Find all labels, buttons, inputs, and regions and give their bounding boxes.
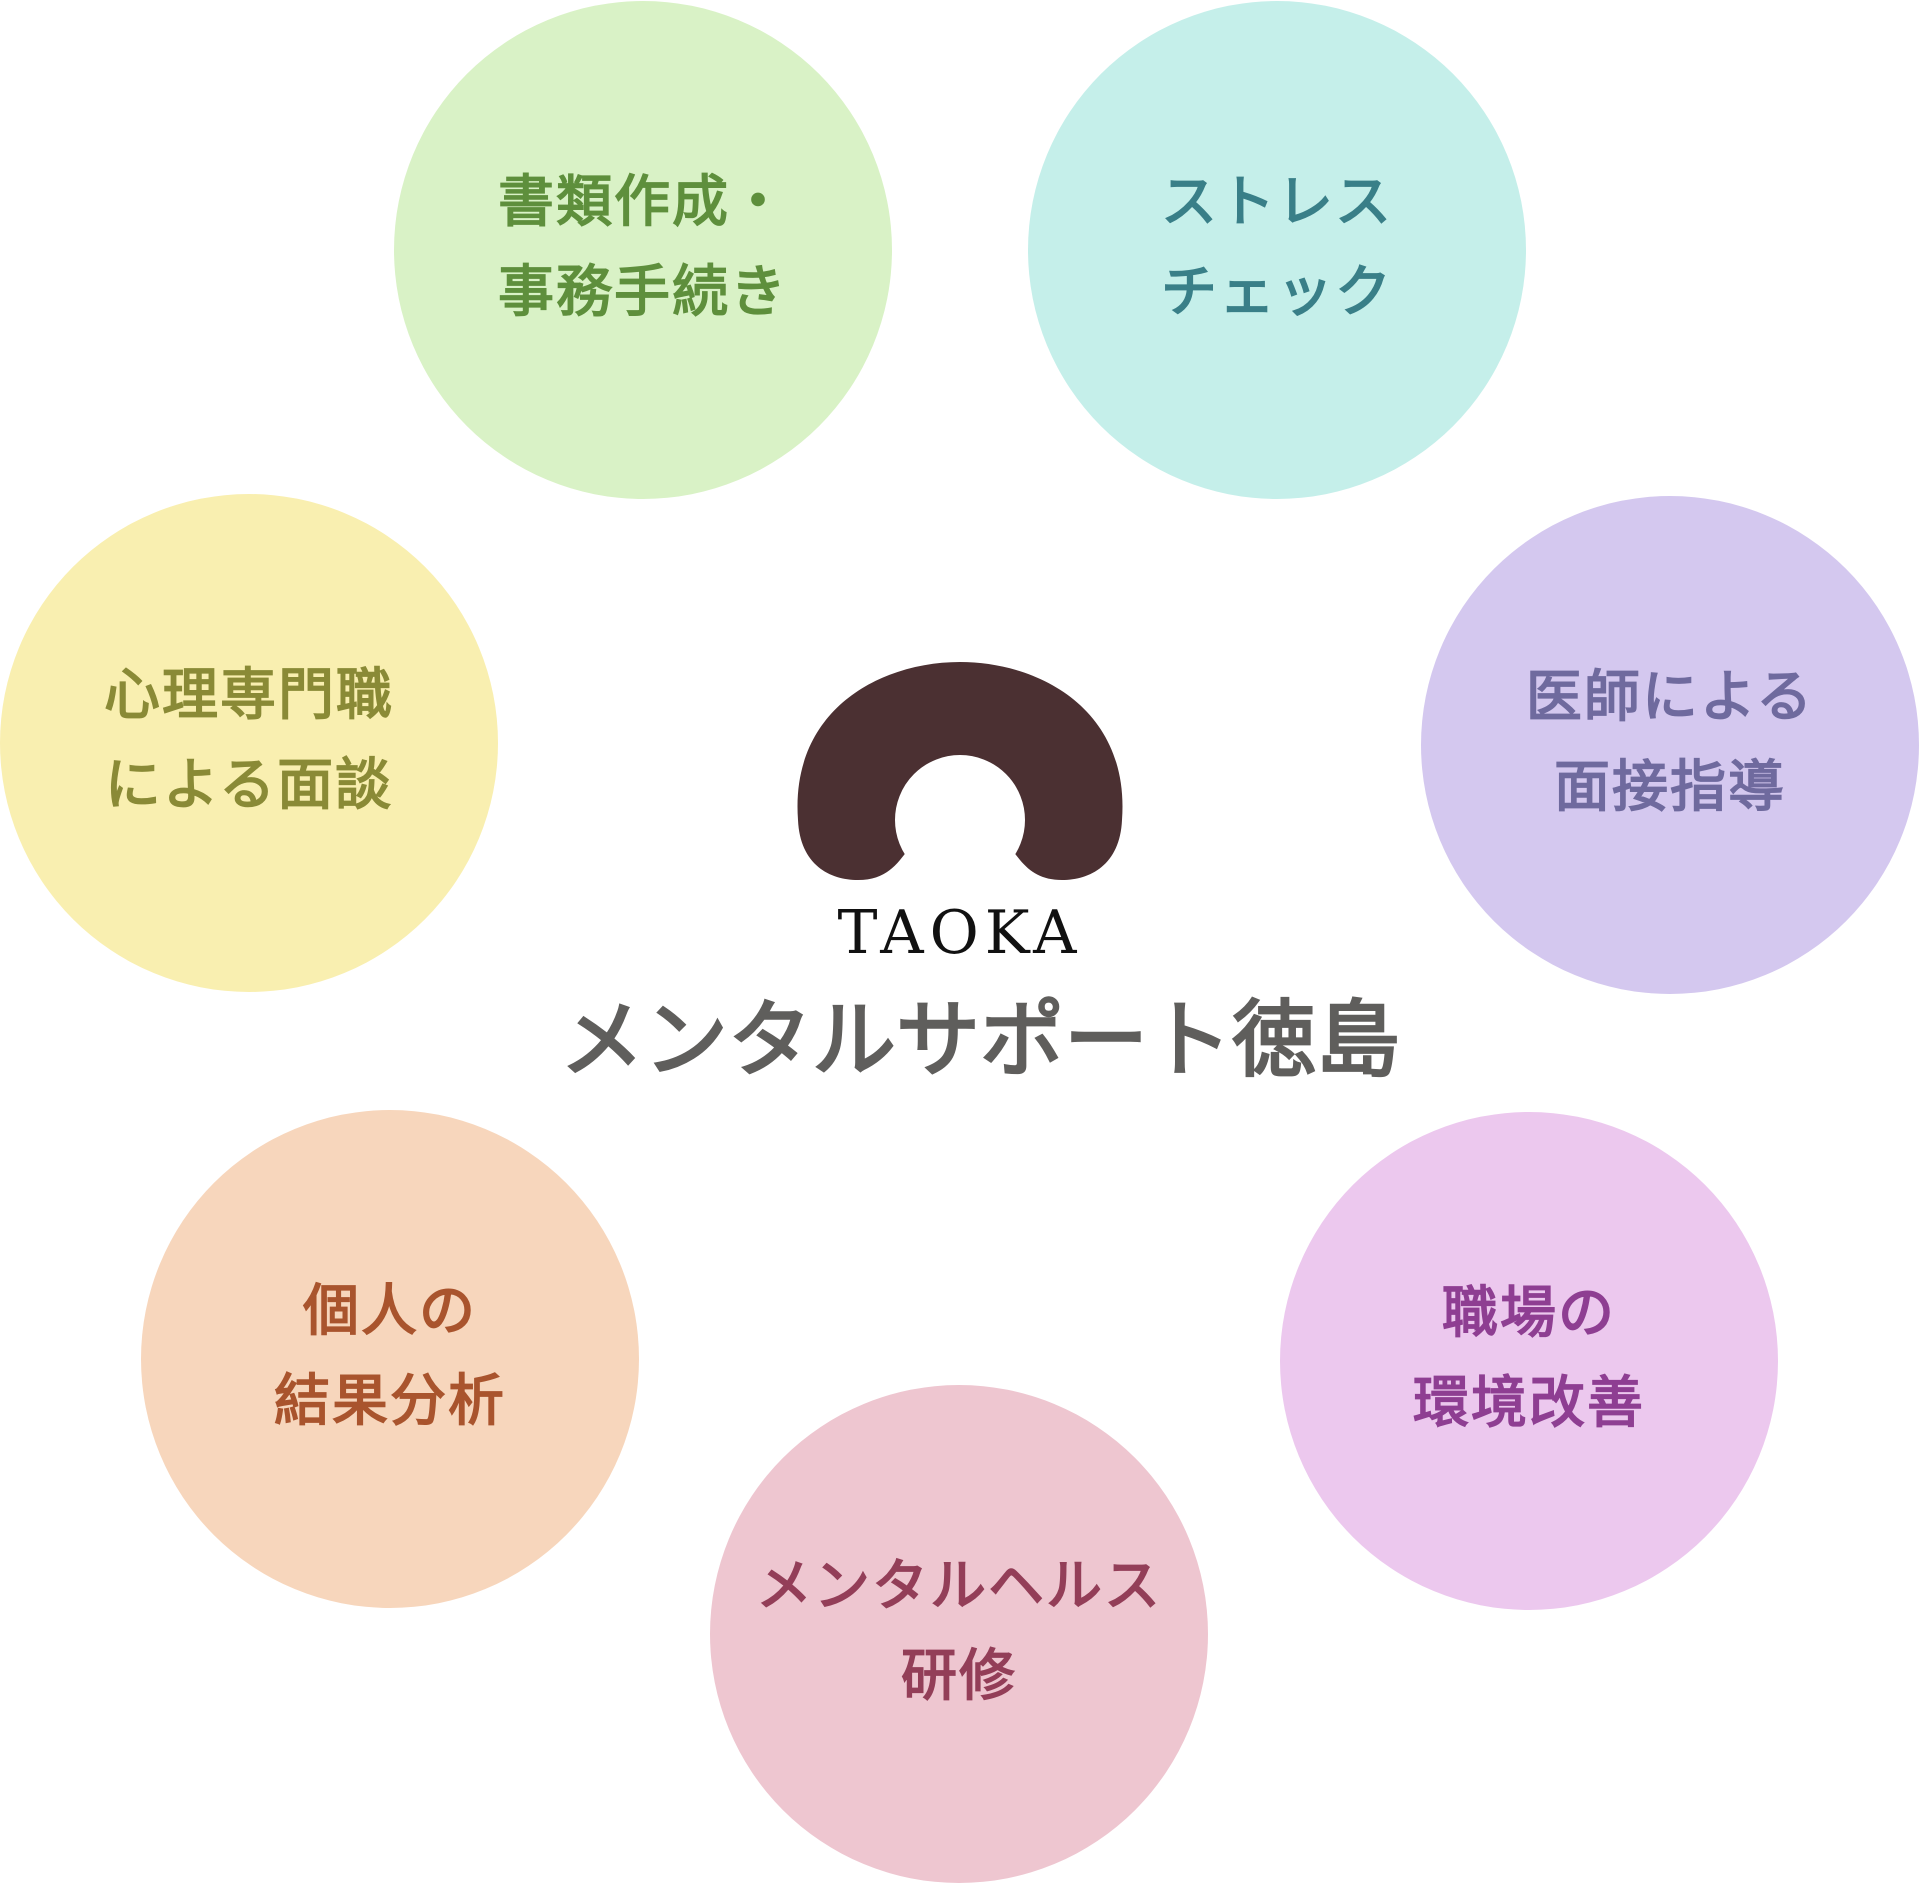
bubble-label-line: 医師による <box>1525 665 1815 730</box>
logo-wordmark: TAOKA <box>837 898 1083 968</box>
bubble-documents: 書類作成・ 事務手続き <box>394 1 892 499</box>
bubble-label-line: 書類作成・ <box>498 170 788 235</box>
bubble-label-line: ストレス <box>1161 170 1393 235</box>
bubble-training: メンタルヘルス 研修 <box>710 1385 1208 1883</box>
bubble-label-line: 心理専門職 <box>104 663 394 728</box>
bubble-label-line: 面接指導 <box>1554 755 1786 820</box>
bubble-doctor-guidance: 医師による 面接指導 <box>1421 496 1919 994</box>
center-logo: TAOKA メンタルサポート徳島 <box>560 650 1401 1100</box>
bubble-label-line: チェック <box>1161 260 1393 325</box>
bubble-stress-check: ストレス チェック <box>1028 1 1526 499</box>
arch-logo-shape <box>797 662 1123 880</box>
bubble-label-line: 職場の <box>1442 1281 1616 1346</box>
bubble-analysis: 個人の 結果分析 <box>141 1110 639 1608</box>
organization-name: メンタルサポート徳島 <box>560 991 1401 1089</box>
bubble-label-line: 個人の <box>303 1279 477 1344</box>
arch-logo-icon <box>797 662 1123 885</box>
bubble-label-line: による面談 <box>104 753 394 818</box>
bubble-label-line: メンタルヘルス <box>756 1554 1162 1619</box>
bubble-counseling: 心理専門職 による面談 <box>0 494 498 992</box>
bubble-label-line: 事務手続き <box>498 260 788 325</box>
bubble-label-line: 環境改善 <box>1413 1371 1645 1436</box>
bubble-workplace: 職場の 環境改善 <box>1280 1112 1778 1610</box>
bubble-label-line: 研修 <box>901 1644 1017 1709</box>
arch-logo-ring <box>895 755 1025 885</box>
bubble-label-line: 結果分析 <box>274 1369 506 1434</box>
